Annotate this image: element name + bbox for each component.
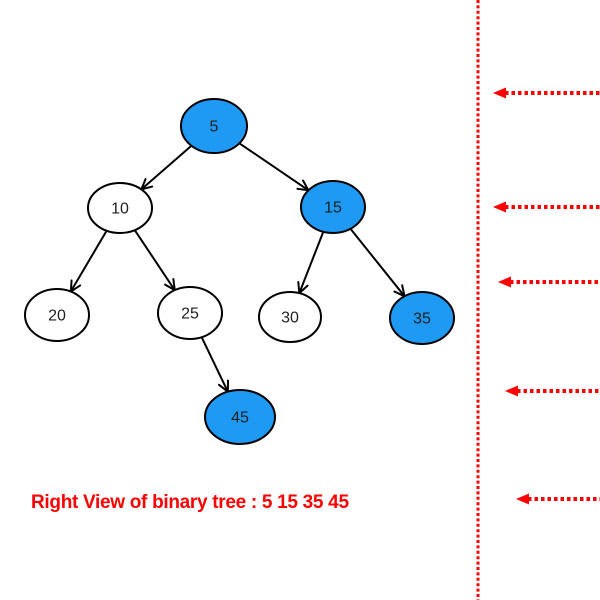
tree-nodes: 5 10 15 20 25 30 35 45 <box>24 98 455 445</box>
right-view-arrowhead-icon <box>493 87 506 99</box>
tree-node-label-20: 20 <box>48 308 66 325</box>
right-view-arrowhead-icon <box>516 493 529 505</box>
right-view-caption: Right View of binary tree : 5 15 35 45 <box>31 492 349 513</box>
tree-edge-10-20 <box>69 230 108 293</box>
tree-node-circle-25 <box>157 286 223 340</box>
tree-node-circle-10 <box>87 182 153 234</box>
tree-node-20: 20 <box>24 288 90 342</box>
tree-edge-5-10 <box>140 144 193 191</box>
tree-node-25: 25 <box>157 286 223 340</box>
tree-node-label-15: 15 <box>324 200 342 217</box>
tree-edge-15-30 <box>297 231 325 295</box>
tree-edge-5-15 <box>238 142 310 192</box>
tree-node-circle-45 <box>204 389 276 445</box>
right-view-arrow-5 <box>516 493 600 505</box>
right-view-arrowhead-icon <box>498 276 511 288</box>
tree-node-label-45: 45 <box>231 410 249 427</box>
tree-node-45: 45 <box>204 389 276 445</box>
tree-node-35: 35 <box>389 291 455 345</box>
tree-node-circle-30 <box>258 291 322 343</box>
tree-edge-25-45 <box>200 336 230 393</box>
tree-node-label-25: 25 <box>181 306 199 323</box>
tree-node-15: 15 <box>300 180 366 234</box>
right-view-arrowhead-icon <box>505 385 518 397</box>
tree-node-label-35: 35 <box>413 311 431 328</box>
right-view-arrow-1 <box>493 87 600 99</box>
right-view-arrow-2 <box>493 201 600 213</box>
right-view-arrow-3 <box>498 276 600 288</box>
tree-edge-15-35 <box>349 228 406 298</box>
tree-node-label-5: 5 <box>210 119 219 136</box>
tree-node-10: 10 <box>87 182 153 234</box>
tree-edges <box>69 142 406 393</box>
tree-node-circle-20 <box>24 288 90 342</box>
tree-node-circle-5 <box>180 98 248 154</box>
tree-node-circle-15 <box>300 180 366 234</box>
tree-node-label-30: 30 <box>281 310 299 327</box>
tree-node-label-10: 10 <box>111 201 129 218</box>
tree-node-circle-35 <box>389 291 455 345</box>
right-view-arrow-4 <box>505 385 600 397</box>
tree-node-30: 30 <box>258 291 322 343</box>
tree-edge-10-25 <box>133 229 176 292</box>
right-view-annotations <box>476 0 600 600</box>
right-view-arrowhead-icon <box>493 201 506 213</box>
tree-node-5: 5 <box>180 98 248 154</box>
